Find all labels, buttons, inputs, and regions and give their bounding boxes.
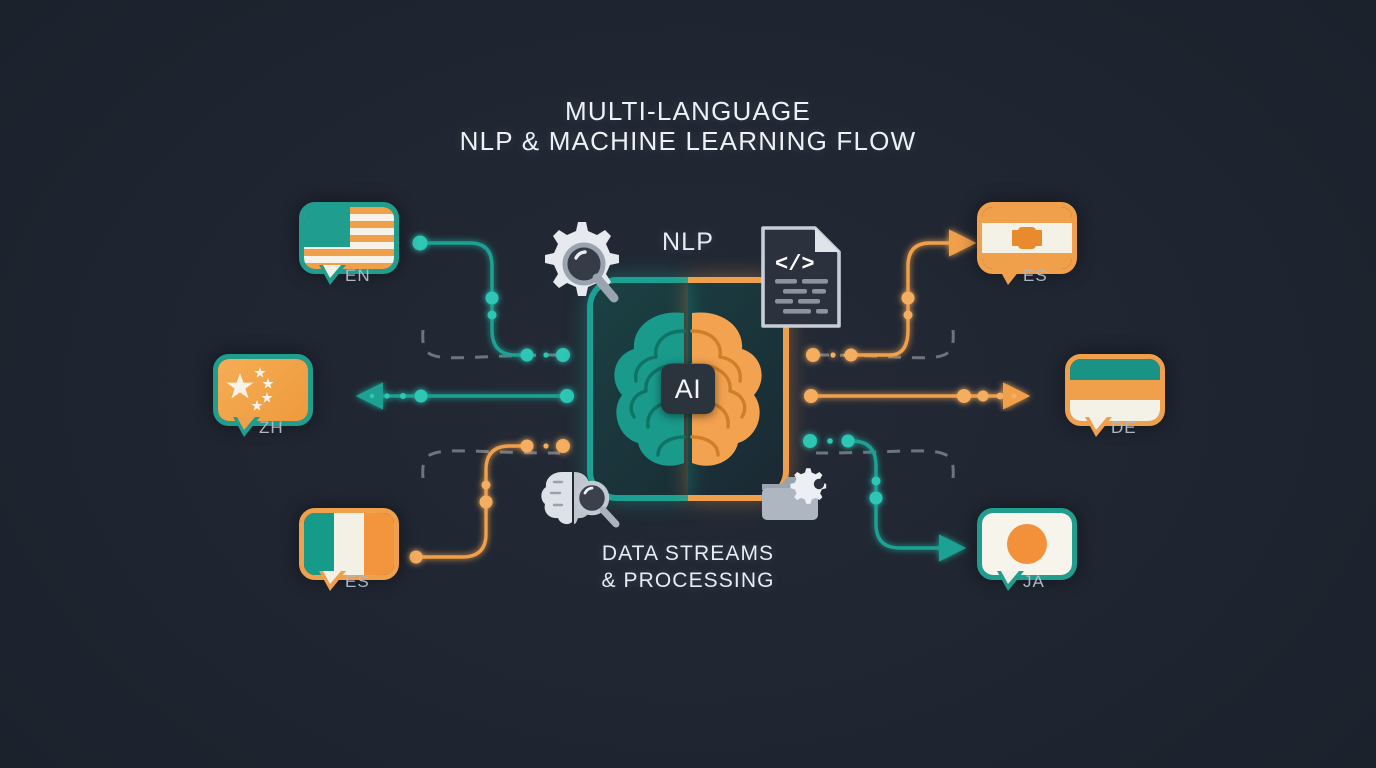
data-streams-line-1: DATA STREAMS [601,542,775,565]
language-node-de[interactable]: DE [1065,354,1165,437]
ai-badge: AI [661,364,715,414]
svg-text:</>: </> [775,252,815,277]
chat-bubble-icon [213,354,313,426]
bubble-tail-inner [323,265,341,278]
bubble-tail-inner [1001,265,1019,278]
connector-zh-to-core [355,382,574,410]
flag-cn-icon [218,359,308,421]
bubble-tail-inner [1001,571,1019,584]
language-code-en: EN [345,266,371,285]
split-brain-icon [614,312,762,466]
flag-de-icon [1070,359,1160,421]
title-line-2: NLP & MACHINE LEARNING FLOW [459,126,917,156]
ai-core[interactable]: AI [587,277,789,501]
language-node-en[interactable]: EN [299,202,399,285]
language-code-de: DE [1111,418,1137,437]
bubble-tail-inner [1089,417,1107,430]
gear-magnifier-icon [545,222,619,303]
core-frame-right [688,277,789,501]
data-streams-line-2: & PROCESSING [601,569,775,592]
chat-bubble-icon [299,202,399,274]
data-streams-label: DATA STREAMS & PROCESSING [538,540,838,594]
flag-es-icon [982,207,1072,269]
chat-bubble-icon [977,508,1077,580]
chat-bubble-icon [299,508,399,580]
nlp-label: NLP [662,228,714,256]
language-node-ja[interactable]: JA [977,508,1077,591]
language-node-es-output[interactable]: ES [977,202,1077,285]
bubble-tail-inner [237,417,255,430]
title-line-1: MULTI-LANGUAGE [564,96,811,126]
flag-jp-icon [982,513,1072,575]
language-code-zh: ZH [259,418,284,437]
language-node-zh[interactable]: ZH [213,354,313,437]
chat-bubble-icon [977,202,1077,274]
brain-magnifier-icon [541,472,620,528]
language-node-es-input[interactable]: ES [299,508,399,591]
language-code-es-output: ES [1023,266,1048,285]
core-frame-left [587,277,688,501]
flag-us-icon [304,207,394,269]
flag-emblem [1018,227,1036,249]
bubble-tail-inner [323,571,341,584]
language-code-es-input: ES [345,572,370,591]
flag-canton [304,207,350,247]
code-document-icon: </> [761,226,841,328]
language-code-ja: JA [1023,572,1045,591]
page-title: MULTI-LANGUAGE NLP & MACHINE LEARNING FL… [0,96,1376,156]
flag-disc [1007,524,1047,564]
flag-ie-icon [304,513,394,575]
folder-gear-icon [762,468,827,520]
connector-core-to-de [804,382,1031,410]
chat-bubble-icon [1065,354,1165,426]
